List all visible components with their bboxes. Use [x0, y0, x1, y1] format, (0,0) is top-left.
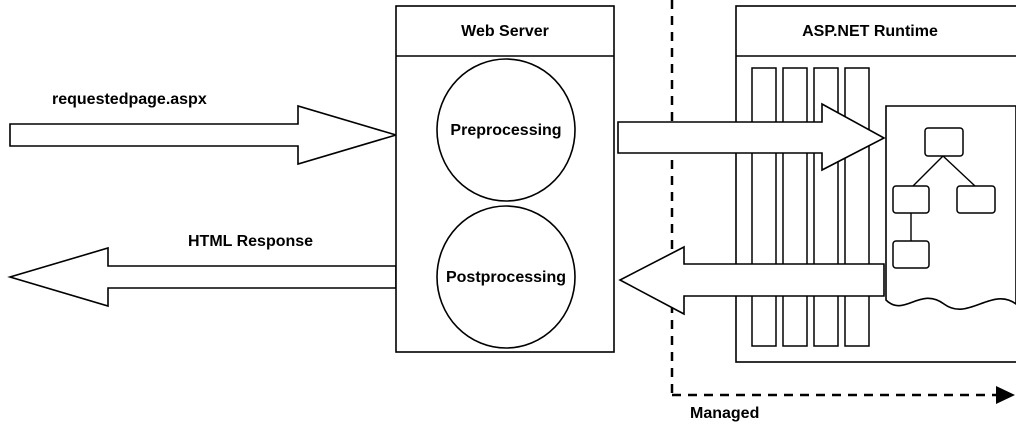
tree-node	[892, 185, 930, 214]
postprocessing-circle	[436, 205, 576, 349]
preprocessing-circle	[436, 58, 576, 202]
request-arrow	[9, 104, 399, 166]
preprocessing-label: Preprocessing	[450, 122, 561, 139]
response-arrow	[7, 246, 397, 308]
tree-node	[892, 240, 930, 269]
tree-node	[956, 185, 996, 214]
postprocessing-label: Postprocessing	[446, 269, 566, 286]
control-tree-document	[885, 105, 1016, 310]
pipeline-module	[844, 67, 870, 347]
runtime-title: ASP.NET Runtime	[802, 23, 938, 40]
request-label: requestedpage.aspx	[52, 91, 207, 108]
managed-arrowhead-icon	[996, 386, 1015, 404]
pipeline-module	[782, 67, 808, 347]
from-runtime-arrow	[618, 245, 885, 316]
managed-label: Managed	[690, 405, 759, 422]
tree-node	[924, 127, 964, 157]
pipeline-module	[751, 67, 777, 347]
web-server-box	[395, 5, 615, 353]
to-runtime-arrow	[617, 102, 886, 172]
web-server-title: Web Server	[461, 23, 549, 40]
managed-boundary	[670, 0, 1015, 404]
response-label: HTML Response	[188, 233, 313, 250]
